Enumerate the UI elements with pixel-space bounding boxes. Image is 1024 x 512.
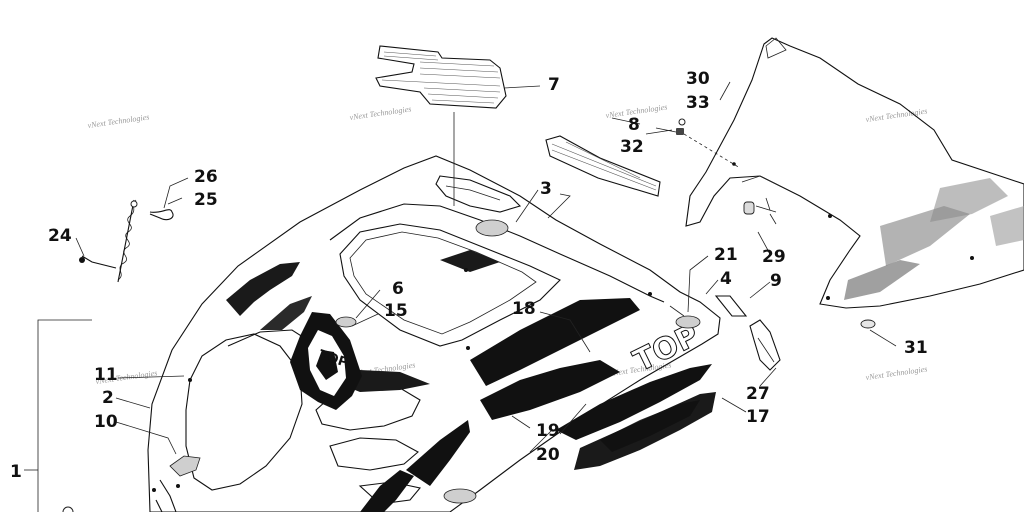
- callout-33: 33: [686, 93, 710, 113]
- spring-assembly: [79, 199, 174, 283]
- callout-9: 9: [770, 271, 782, 291]
- decal-7: [375, 45, 507, 109]
- side-graphic-17: TOP: [360, 298, 716, 512]
- callout-27: 27: [746, 384, 770, 404]
- callout-4: 4: [720, 269, 732, 289]
- decal-9: [714, 295, 748, 317]
- nut-32: [676, 128, 741, 169]
- callout-21: 21: [714, 245, 738, 265]
- callout-31: 31: [904, 338, 928, 358]
- decal-21: [669, 305, 685, 317]
- callout-6: 6: [392, 279, 404, 299]
- callout-2: 2: [102, 388, 114, 408]
- watermark: vNext Technologies: [87, 112, 150, 130]
- callout-19: 19: [536, 421, 560, 441]
- decal-lower: [443, 488, 477, 504]
- decal-6: [335, 316, 357, 328]
- callout-29: 29: [762, 247, 786, 267]
- decal-4: [675, 315, 701, 329]
- windshield-30: [685, 37, 1024, 309]
- washer-31: [860, 319, 876, 329]
- callout-10: 10: [94, 412, 118, 432]
- bushing-29: [743, 197, 777, 225]
- callout-20: 20: [536, 445, 560, 465]
- callout-18: 18: [512, 299, 536, 319]
- watermark: vNext Technologies: [349, 104, 412, 122]
- callout-15: 15: [384, 301, 408, 321]
- callout-25: 25: [194, 190, 218, 210]
- callout-8: 8: [628, 115, 640, 135]
- callout-30: 30: [686, 69, 710, 89]
- callout-11: 11: [94, 365, 118, 385]
- callout-26: 26: [194, 167, 218, 187]
- watermark: vNext Technologies: [865, 364, 928, 382]
- decal-3: [475, 219, 509, 237]
- decal-27: [749, 319, 781, 371]
- hood-1: TOP TOP: [62, 155, 721, 512]
- callout-32: 32: [620, 137, 644, 157]
- hood-graphic-top: TOP: [290, 312, 362, 410]
- callout-24: 24: [48, 226, 72, 246]
- watermark: vNext Technologies: [865, 106, 928, 124]
- callout-1: 1: [10, 462, 22, 482]
- decal-10: [169, 455, 201, 477]
- leader-lines: [24, 81, 897, 512]
- fastener-33: [678, 118, 686, 126]
- decal-8: [545, 135, 661, 197]
- callout-7: 7: [548, 75, 560, 95]
- callout-3: 3: [540, 179, 552, 199]
- callout-17: 17: [746, 407, 770, 427]
- callout-labels: 7 3 8 32 33 30 29 31 26 25 24 6 15 18 21…: [10, 69, 928, 482]
